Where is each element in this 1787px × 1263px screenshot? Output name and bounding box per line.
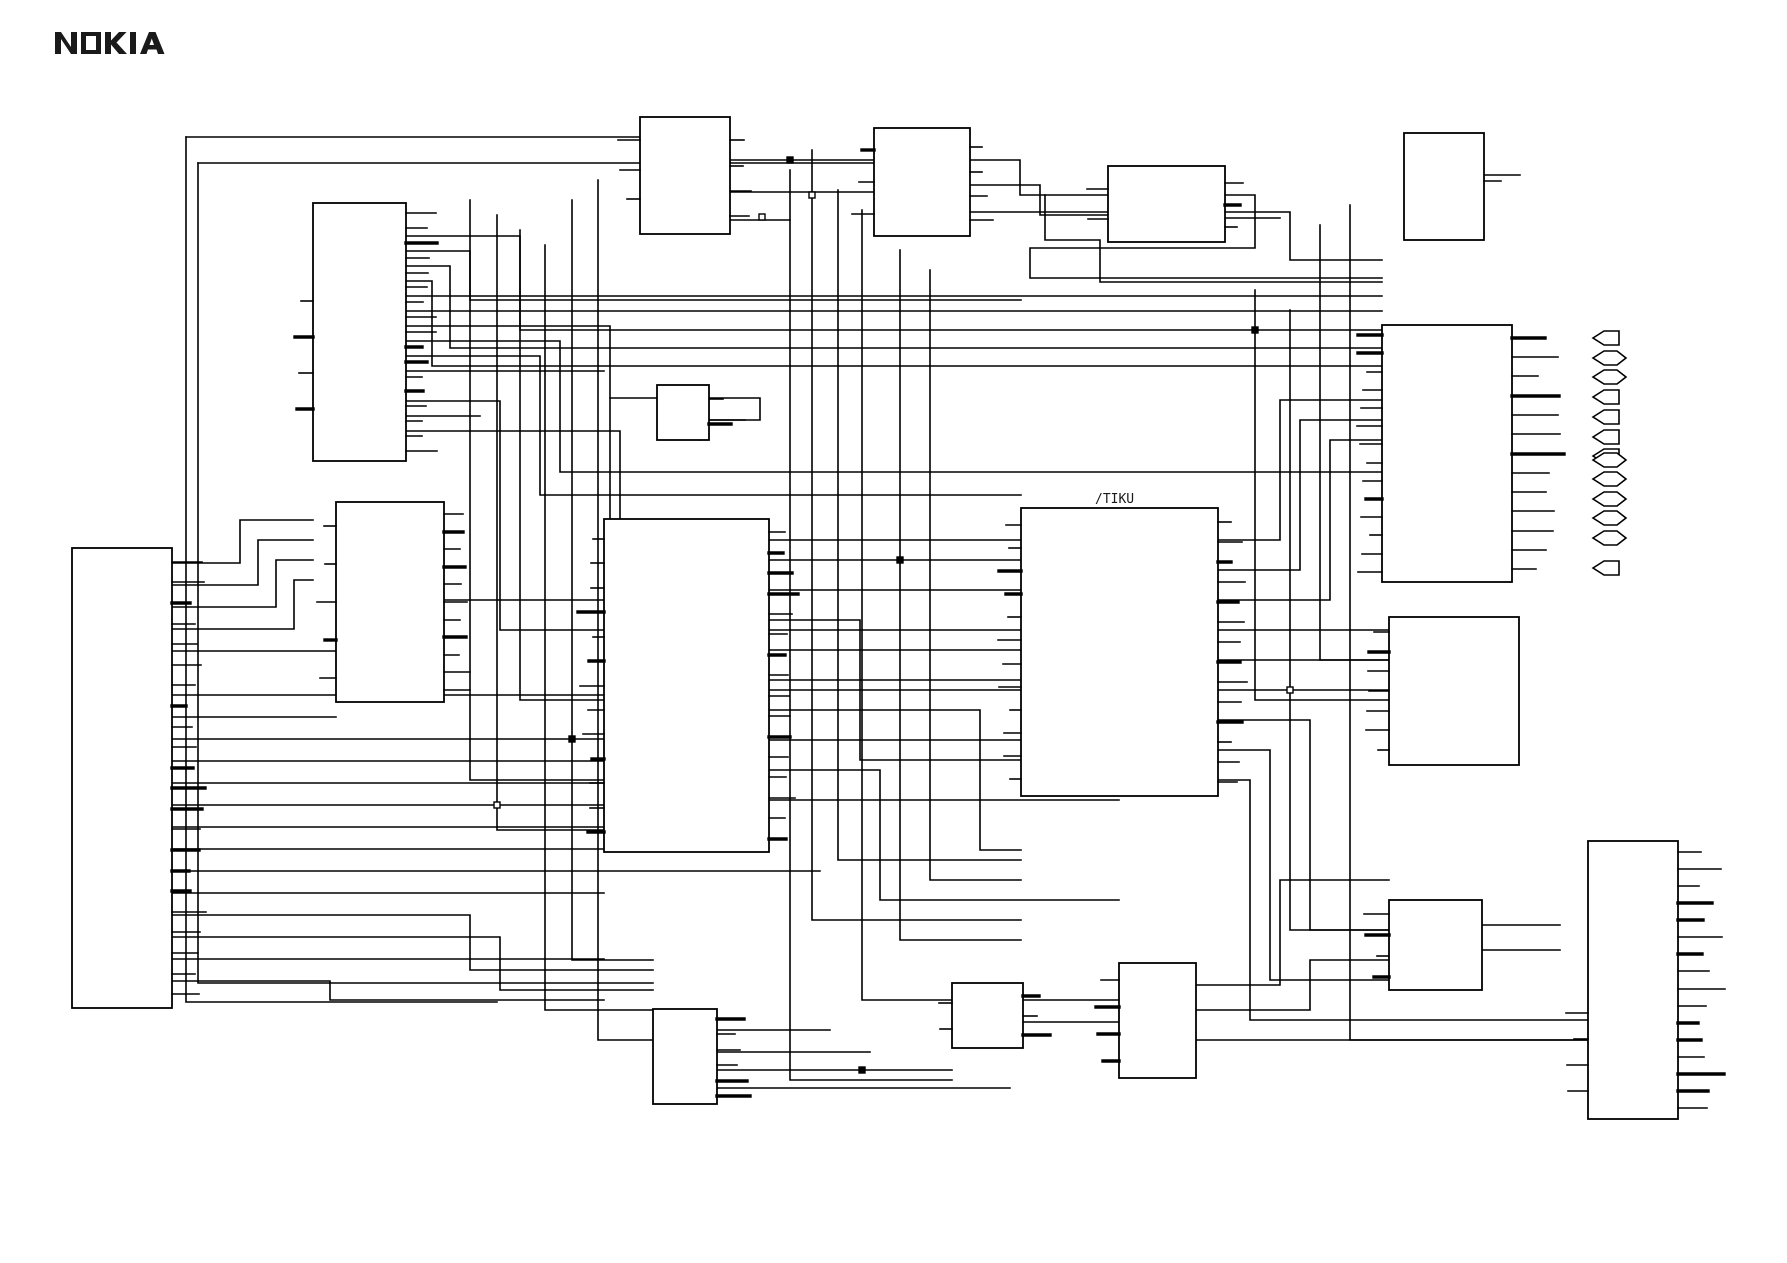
left-edge-block — [71, 547, 173, 1009]
signal-flag — [1591, 491, 1628, 507]
bottom-block-a — [652, 1008, 718, 1105]
small-mid-block — [656, 384, 710, 441]
signal-flag — [1591, 429, 1620, 445]
signal-flag — [1591, 560, 1620, 576]
signal-flag — [1591, 530, 1628, 546]
top-block-a — [639, 116, 731, 235]
bottom-wires — [716, 879, 1589, 1089]
bus-routes-vertical — [469, 149, 1589, 1081]
wire-junction — [493, 801, 501, 809]
signal-flag — [1591, 452, 1628, 468]
wire-junction — [1251, 326, 1259, 334]
signal-flag — [1591, 409, 1620, 425]
right-lower-block — [1388, 616, 1520, 766]
top-block-b — [873, 127, 971, 237]
bottom-right-connector — [1587, 840, 1679, 1120]
top-right-block — [1403, 132, 1485, 241]
wire-junction — [786, 156, 794, 164]
text-labels: /TIKU — [1095, 492, 1134, 507]
wire-junction — [1286, 686, 1294, 694]
block-rectangles — [71, 116, 1679, 1120]
nokia-logo — [55, 32, 165, 54]
center-right-wires — [768, 399, 1589, 1021]
wire-junction — [758, 213, 766, 221]
top-block-c — [1107, 165, 1226, 243]
signal-flag — [1591, 471, 1628, 487]
signal-flag — [1591, 369, 1628, 385]
wire-junction — [858, 1066, 866, 1074]
bottom-block-c — [1118, 962, 1197, 1079]
signal-flag — [1591, 330, 1620, 346]
signal-flags — [1591, 330, 1628, 576]
signal-flag — [1591, 350, 1628, 366]
right-io-block — [1381, 324, 1513, 583]
upper-left-block — [312, 202, 407, 462]
signal-flag — [1591, 389, 1620, 405]
junction-markers — [493, 156, 1294, 1074]
signal-flag — [1591, 510, 1628, 526]
bottom-block-b — [951, 982, 1024, 1049]
tiku-block — [1020, 507, 1219, 797]
wire-junction — [568, 735, 576, 743]
wire-junction — [896, 556, 904, 564]
right-small-block — [1388, 899, 1483, 991]
block-label: /TIKU — [1095, 492, 1134, 507]
wire-junction — [808, 191, 816, 199]
mid-left-block — [335, 501, 445, 703]
pin-stubs — [170, 139, 1726, 1109]
center-tall-block — [603, 518, 770, 853]
